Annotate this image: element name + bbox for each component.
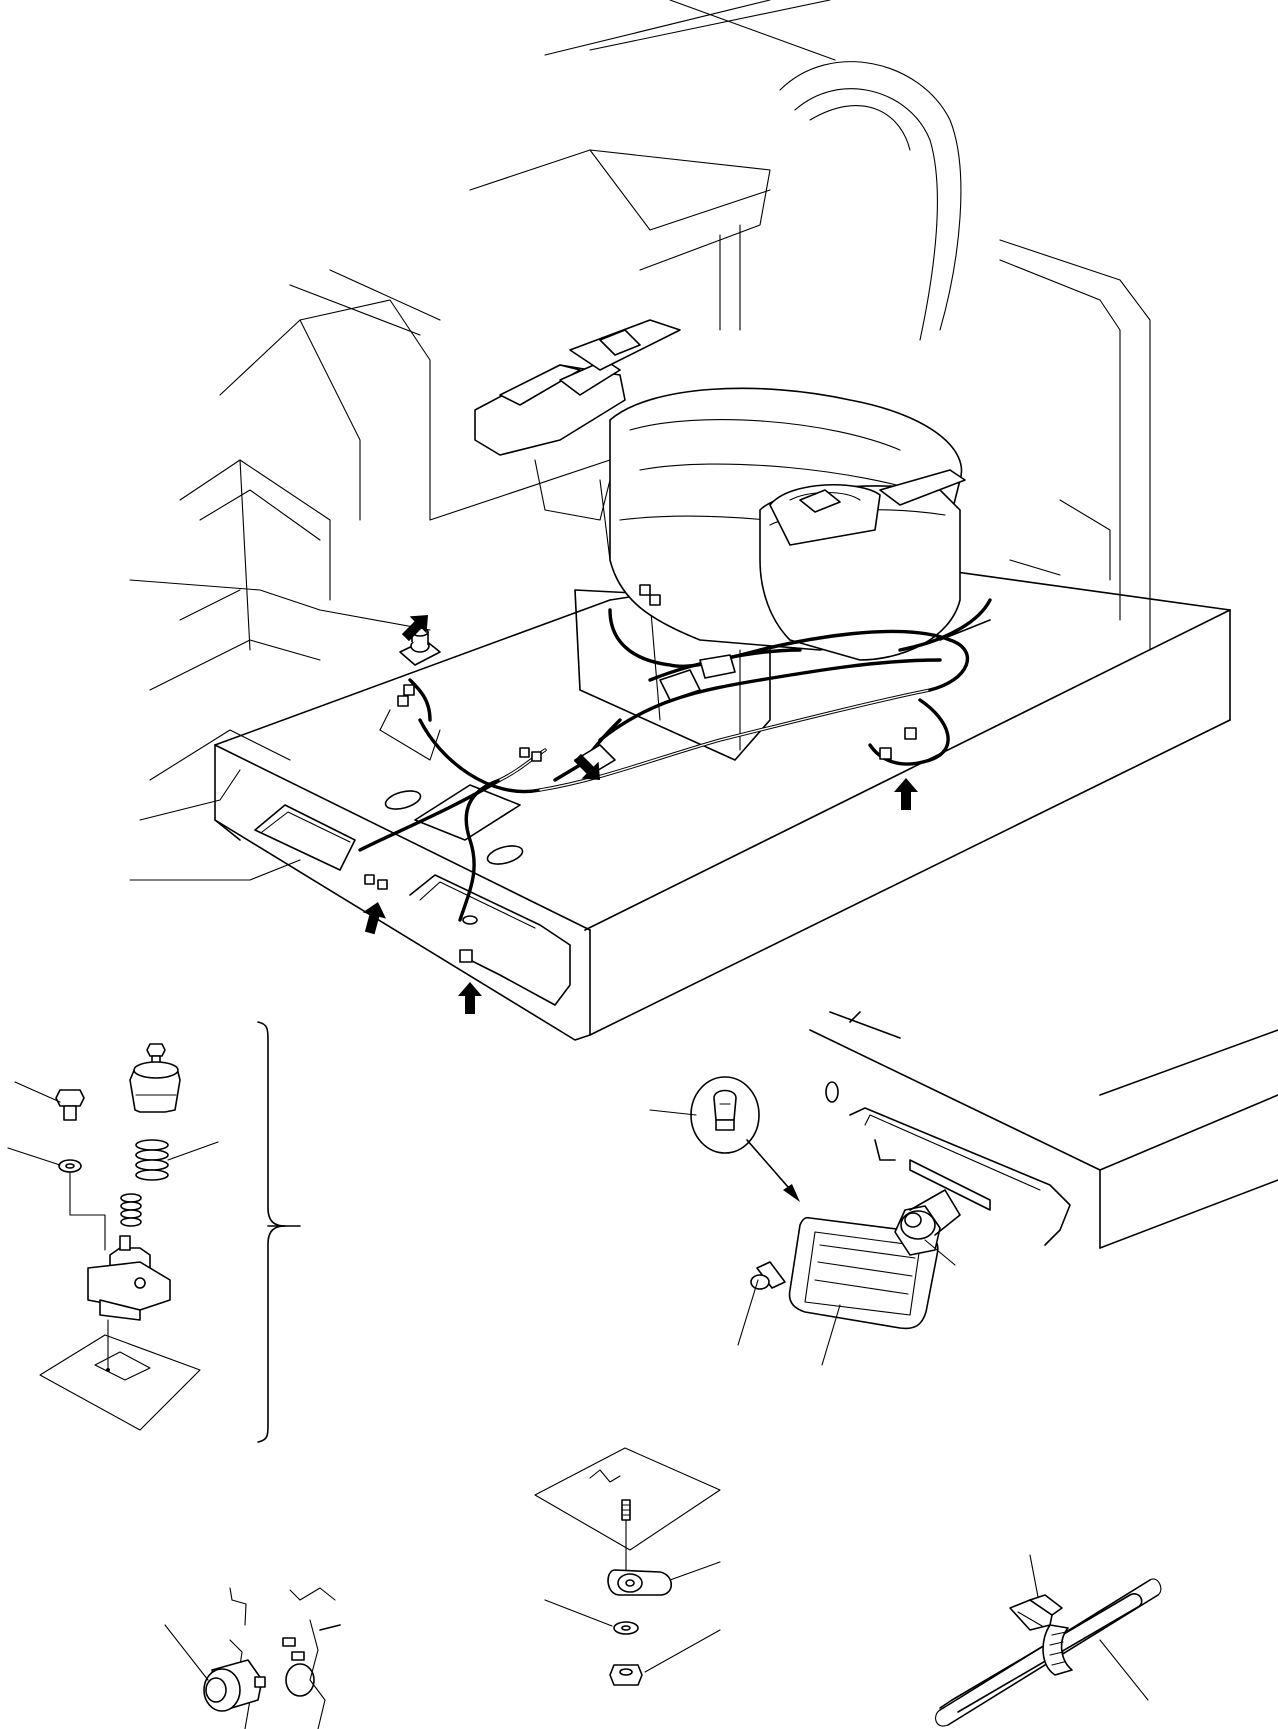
connector-icon — [531, 751, 542, 762]
connector-icon — [519, 747, 530, 758]
floor-switch — [399, 627, 441, 666]
arrow-icon — [401, 615, 428, 642]
machine-body — [129, 0, 1231, 1041]
connector-icon — [364, 874, 375, 885]
arrow-icon — [894, 778, 918, 810]
connectors — [364, 584, 917, 963]
connector-icon — [904, 727, 917, 740]
connector-icon — [377, 879, 388, 890]
arrow-icon — [362, 902, 386, 935]
rear-lamp-detail — [649, 1011, 1278, 1366]
arrows — [362, 615, 918, 1014]
connector-icon — [649, 594, 661, 606]
connector-icon — [459, 949, 473, 963]
switch-assembly-detail — [7, 1021, 301, 1443]
arrow-icon — [458, 982, 482, 1014]
clamp-detail — [534, 1447, 721, 1686]
arrow-icon — [573, 753, 600, 780]
connector-icon — [403, 684, 415, 696]
tie-detail — [935, 1554, 1162, 1727]
connector-icon — [397, 695, 409, 707]
bulb-icon — [690, 1076, 760, 1154]
cab-switch-detail — [164, 1587, 341, 1729]
connector-icon — [639, 584, 651, 596]
connector-icon — [879, 747, 892, 760]
